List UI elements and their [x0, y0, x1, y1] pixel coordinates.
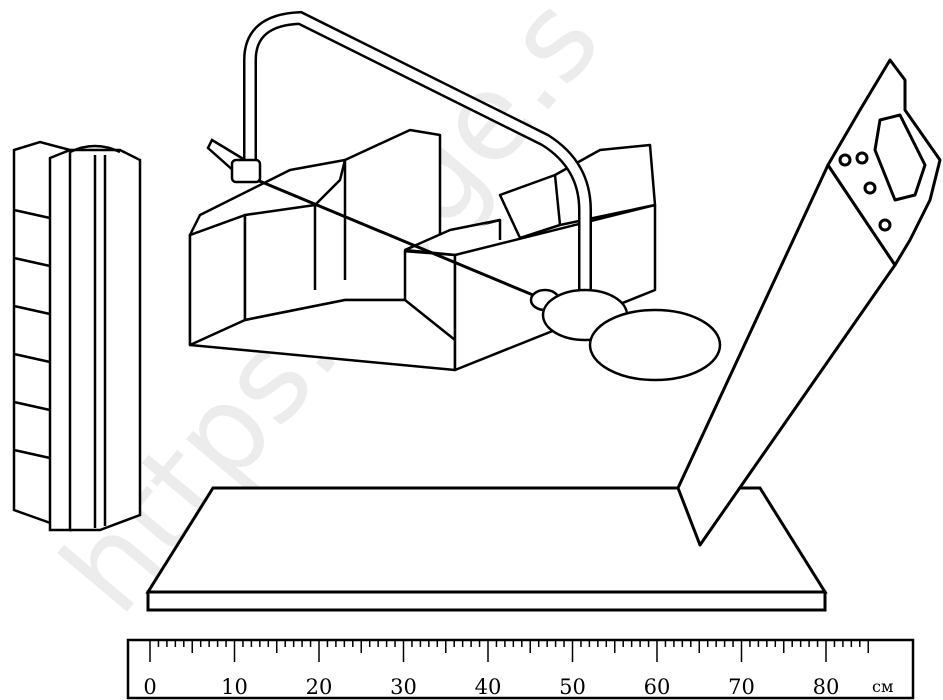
- ruler-label: 20: [306, 675, 333, 699]
- wooden-plank: [145, 486, 828, 612]
- ruler-label: 50: [559, 675, 586, 699]
- hacksaw: [206, 10, 722, 382]
- hand-saw: [676, 58, 942, 547]
- ruler-labels: 0 10 20 30 40 50 60 70 80: [143, 675, 839, 699]
- miter-box: [188, 128, 657, 372]
- ruler-label: 0: [143, 675, 156, 699]
- wooden-bar: [12, 140, 142, 532]
- ruler-label: 10: [221, 675, 248, 699]
- ruler-label: 80: [813, 675, 840, 699]
- ruler-ticks: [149, 640, 869, 662]
- ruler-unit-label: см: [872, 677, 893, 696]
- ruler-body: [126, 638, 915, 700]
- ruler: 0 10 20 30 40 50 60 70 80 см: [126, 638, 915, 700]
- ruler-label: 40: [475, 675, 502, 699]
- ruler-label: 30: [390, 675, 417, 699]
- ruler-label: 60: [644, 675, 671, 699]
- bar-segments: [13, 208, 51, 460]
- ruler-label: 70: [728, 675, 755, 699]
